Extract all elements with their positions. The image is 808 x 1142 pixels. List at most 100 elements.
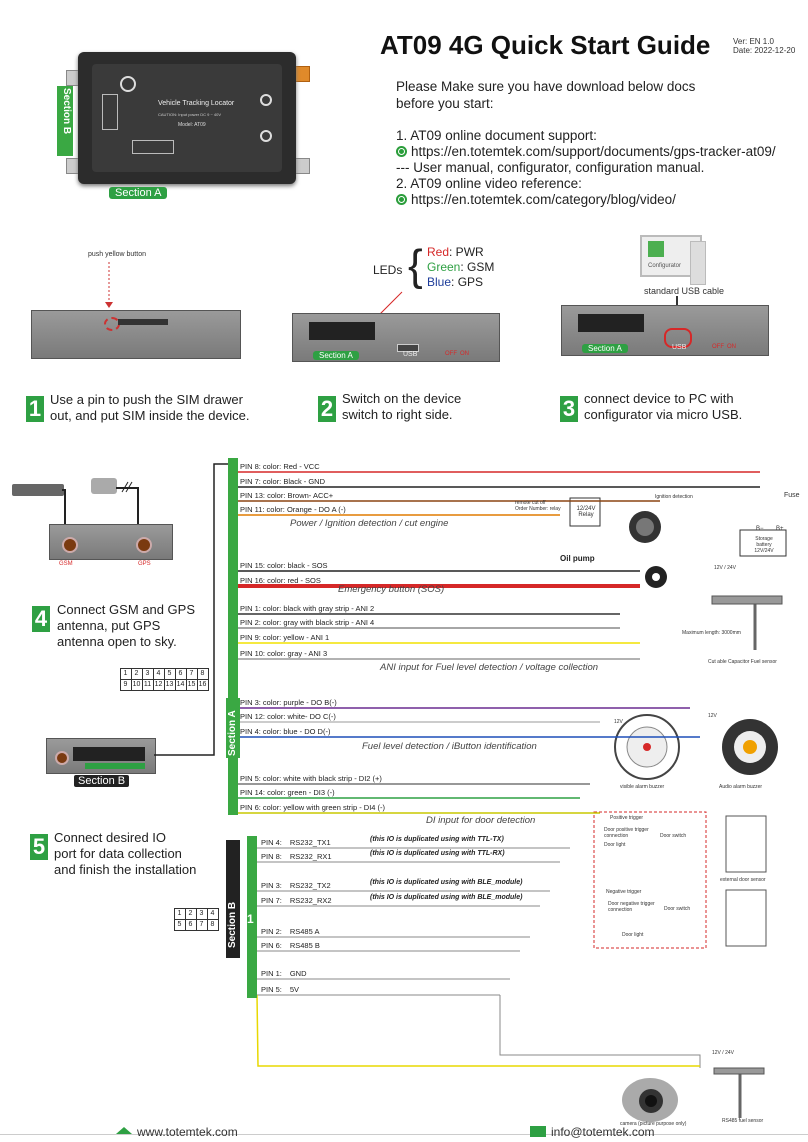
led-legend: Red: PWR Green: GSM Blue: GPS — [427, 245, 495, 289]
pin-a-label: PIN 11: color: Orange - DO A (-) — [240, 505, 346, 514]
door-switch-label-2: Door switch — [664, 906, 691, 912]
step-5-number: 5 — [30, 834, 48, 860]
pin-a-label: PIN 10: color: gray - ANI 3 — [240, 649, 328, 658]
negative-trigger-label: Negative trigger — [606, 889, 642, 895]
device-side-view-3: Section A USB OFF ON — [561, 305, 769, 356]
pin-b-note: (this IO is duplicated using with BLE_mo… — [370, 894, 523, 901]
section-b-bar-number: 1 — [247, 912, 254, 926]
pin-a-label: PIN 5: color: white with black strip - D… — [240, 774, 382, 783]
v12-label-2: 12V — [708, 713, 717, 719]
connector-pin: 8 — [206, 918, 219, 931]
group-label-ani: ANI input for Fuel level detection / vol… — [380, 662, 599, 673]
gps-antenna — [91, 478, 117, 494]
gsm-antenna — [12, 484, 64, 496]
device-model: Model: AT09 — [178, 122, 206, 128]
group-label-di: DI input for door detection — [426, 815, 536, 826]
pin-b-note: (this IO is duplicated using with BLE_mo… — [370, 879, 523, 886]
pin-a-label: PIN 6: color: yellow with green strip - … — [240, 803, 386, 812]
remote-cutoff-label: remote cut off — [515, 500, 546, 506]
section-a-bar-label — [226, 698, 240, 758]
device-side-view-2: Section A USB OFF ON — [292, 313, 500, 362]
usb-cable-label: standard USB cable — [644, 286, 725, 296]
section-a-tag-top: Section A — [109, 187, 168, 199]
page-title: AT09 4G Quick Start Guide — [380, 30, 711, 60]
door-pos-conn-label: Door positive trigger connection — [604, 827, 649, 839]
section-b-bar — [247, 836, 257, 998]
pin-b-note: (this IO is duplicated using with TTL-TX… — [370, 836, 504, 843]
connector-pin: 4 — [206, 907, 219, 920]
door-light-label-2: Door light — [622, 932, 644, 938]
visible-buzzer-label: visible alarm buzzer — [620, 784, 665, 790]
battery-label: Storage battery 12V/24V — [754, 536, 774, 554]
max-length-label: Maximum length: 3000mm — [682, 630, 741, 636]
globe-icon — [396, 194, 407, 205]
connector-pin: 10 — [130, 678, 143, 691]
intro-line1: Please Make sure you have download below… — [396, 79, 696, 94]
computer-icon: Configurator — [640, 235, 706, 285]
footer-website[interactable]: www.totemtek.com — [116, 1125, 238, 1139]
doc-link[interactable]: https://en.totemtek.com/support/document… — [396, 143, 776, 160]
mail-icon — [530, 1126, 546, 1137]
rs485-fuel-label: RS485 fuel sensor — [722, 1118, 764, 1124]
section-a-bar-text: Section A — [227, 710, 238, 756]
fuel-sensor-label: Cut able Capacitor Fuel sensor — [708, 659, 777, 665]
home-icon — [116, 1127, 132, 1134]
relay-label: 12/24V Relay — [576, 506, 596, 518]
antenna-device — [49, 524, 173, 560]
leds-label: LEDs — [373, 263, 403, 277]
section-b-tag-top: Section B — [57, 86, 73, 156]
push-yellow-label: push yellow button — [88, 251, 146, 258]
section-b-device — [46, 738, 156, 774]
door-light-label-1: Door light — [604, 842, 626, 848]
bminus-label: B− — [756, 526, 764, 532]
voltage-label-2: 12V / 24V — [712, 1050, 734, 1056]
footer-email[interactable]: info@totemtek.com — [530, 1125, 655, 1139]
bplus-label: B+ — [776, 526, 784, 532]
step-4-number: 4 — [32, 606, 50, 632]
pin-a-label: PIN 3: color: purple - DO B(-) — [240, 698, 337, 707]
group-label-power: Power / Ignition detection / cut engine — [290, 518, 449, 529]
section-b-label: Section B — [74, 775, 130, 787]
ignition-label: Ignition detection — [655, 494, 693, 500]
gsm-label: GSM — [59, 561, 73, 567]
intro-item2: 2. AT09 online video reference: — [396, 176, 582, 191]
pin-a-label: PIN 9: color: yellow - ANI 1 — [240, 633, 330, 642]
antenna-cables — [62, 481, 139, 538]
audio-buzzer-label: Audio alarm buzzer — [719, 784, 763, 790]
pin-b-label: PIN 7:RS232_RX2 — [261, 896, 332, 905]
pin-b-label: PIN 1:GND — [261, 969, 307, 978]
device-caution: CAUTION: Input power DC 9 ~ 40V — [158, 112, 222, 117]
pin-b-label: PIN 6:RS485 B — [261, 941, 320, 950]
section-b-black-bar — [226, 840, 240, 958]
arrow-down-icon — [105, 262, 113, 308]
pin-b-label: PIN 5:5V — [261, 985, 300, 994]
positive-trigger-label: Positive trigger — [610, 815, 644, 821]
device-label: Vehicle Tracking Locator — [158, 100, 235, 107]
video-link[interactable]: https://en.totemtek.com/category/blog/vi… — [396, 191, 676, 208]
pin-b-label: PIN 4:RS232_TX1 — [261, 838, 331, 847]
version-info: Ver: EN 1.0 Date: 2022-12-20 — [733, 37, 795, 55]
pin-a-label: PIN 2: color: gray with black strip - AN… — [240, 618, 375, 627]
led-brace: { — [408, 241, 423, 290]
pin-a-label: PIN 7: color: Black - GND — [240, 477, 326, 486]
order-number-label: Order Number: relay — [515, 506, 561, 512]
intro-item1-desc: --- User manual, configurator, configura… — [396, 160, 705, 175]
step-1-number: 1 — [26, 396, 44, 422]
device-top-view: Vehicle Tracking Locator CAUTION: Input … — [62, 50, 312, 190]
gps-label: GPS — [138, 561, 151, 567]
pin-b-note: (this IO is duplicated using with TTL-RX… — [370, 850, 505, 857]
pin-a-label: PIN 4: color: blue - DO D(-) — [240, 727, 331, 736]
intro-item1: 1. AT09 online document support: — [396, 128, 597, 143]
camera-label: camera (picture purpose only) — [620, 1121, 687, 1127]
group-label-emergency: Emergency button (SOS) — [338, 584, 445, 595]
version-label: Ver: EN 1.0 — [733, 37, 774, 46]
connector-pin: 9 — [119, 678, 132, 691]
pin-a-label: PIN 16: color: red - SOS — [240, 576, 321, 585]
pin-b-label: PIN 2:RS485 A — [261, 927, 320, 936]
